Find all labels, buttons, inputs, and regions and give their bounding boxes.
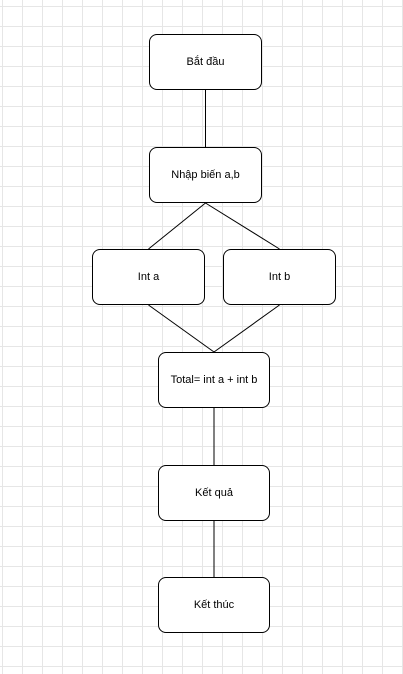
start-node-label: Bắt đầu bbox=[186, 56, 225, 68]
int-b-node-label: Int b bbox=[268, 271, 291, 283]
total-node-label: Total= int a + int b bbox=[170, 374, 258, 386]
total-node[interactable]: Total= int a + int b bbox=[158, 352, 270, 408]
input-node-label: Nhập biến a,b bbox=[171, 169, 240, 181]
input-node[interactable]: Nhập biến a,b bbox=[149, 147, 262, 203]
int-a-node[interactable]: Int a bbox=[92, 249, 205, 305]
connector-int_a-total bbox=[148, 304, 215, 353]
int-a-node-label: Int a bbox=[137, 271, 160, 283]
connector-input-int_a bbox=[148, 202, 206, 250]
int-b-node[interactable]: Int b bbox=[223, 249, 336, 305]
result-node-label: Kết quả bbox=[195, 487, 233, 499]
start-node[interactable]: Bắt đầu bbox=[149, 34, 262, 90]
end-node[interactable]: Kết thúc bbox=[158, 577, 270, 633]
connector-input-int_b bbox=[205, 202, 280, 250]
connector-int_b-total bbox=[213, 304, 280, 353]
end-node-label: Kết thúc bbox=[193, 599, 235, 611]
result-node[interactable]: Kết quả bbox=[158, 465, 270, 521]
